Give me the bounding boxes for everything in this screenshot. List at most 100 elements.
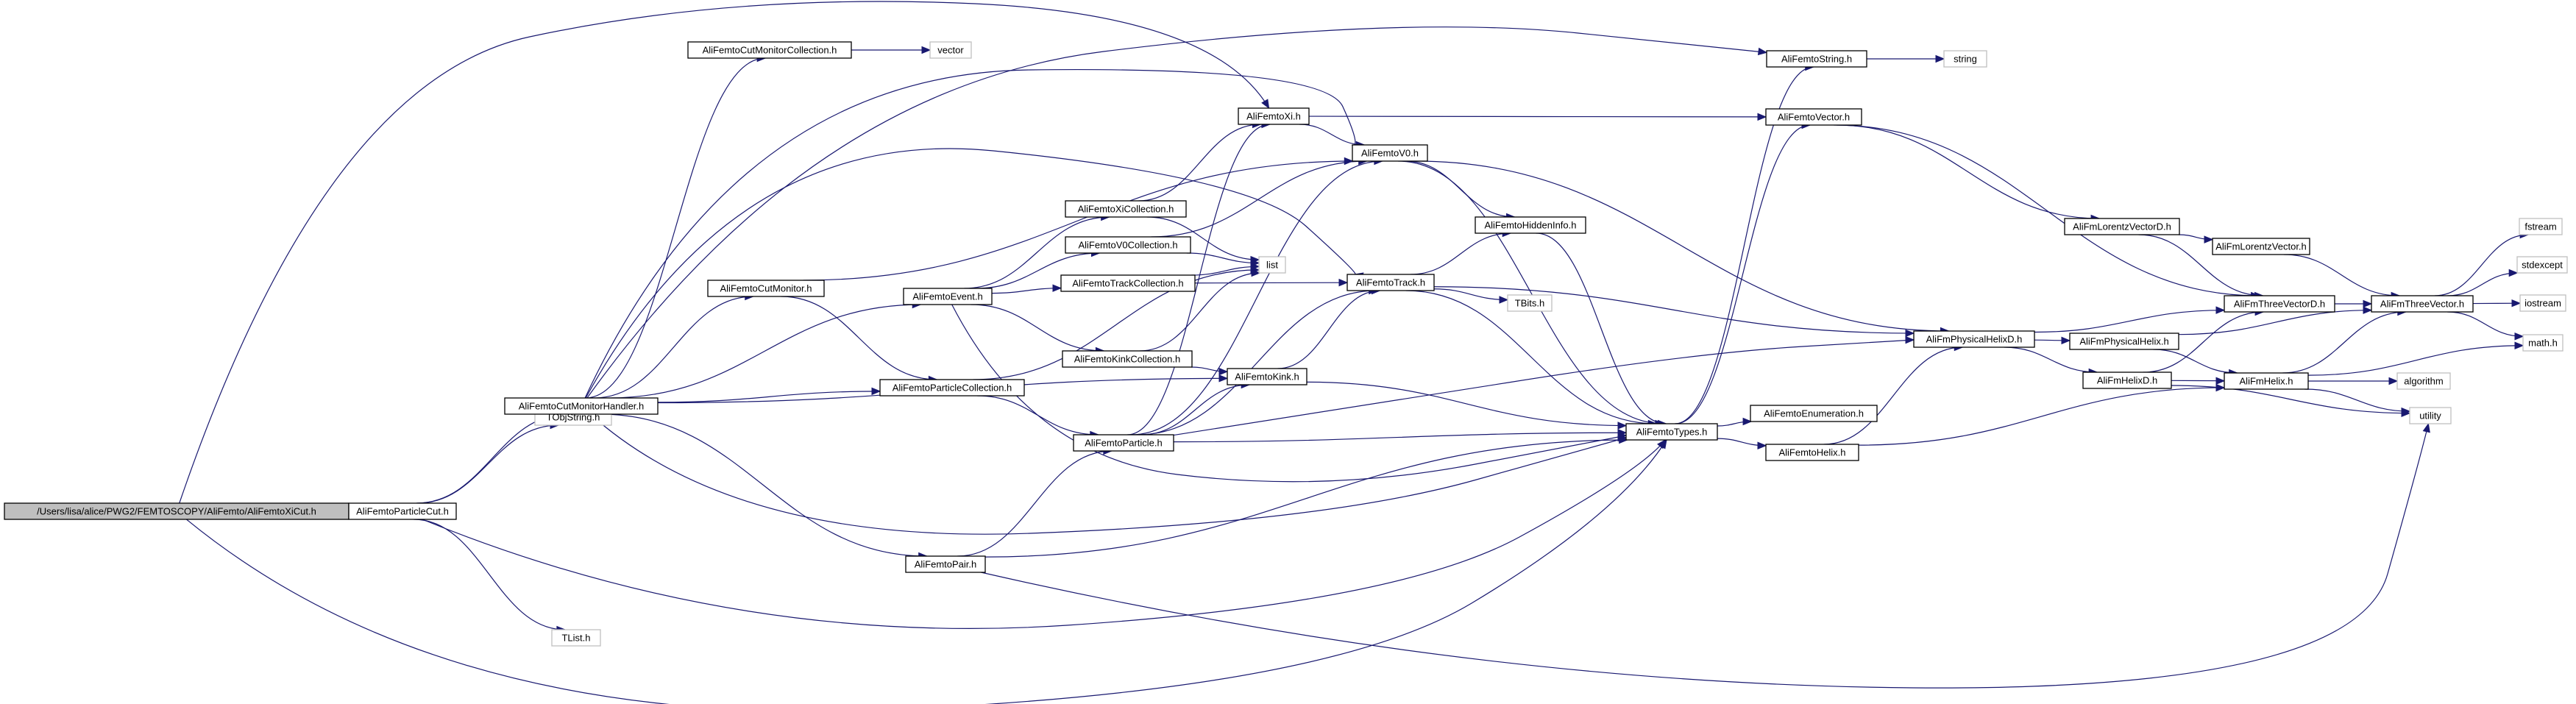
- node-label: AliFemtoTypes.h: [1636, 427, 1708, 438]
- node-cmh[interactable]: AliFemtoCutMonitorHandler.h: [504, 397, 659, 415]
- edge-cm-to-v0: [803, 157, 1354, 281]
- node-hidden[interactable]: AliFemtoHiddenInfo.h: [1475, 216, 1586, 234]
- node-label: vector: [937, 45, 964, 56]
- edge-kink-to-track: [1277, 286, 1381, 369]
- node-algorithm: algorithm: [2396, 372, 2451, 390]
- edge-event-to-types: [951, 304, 1628, 483]
- edge-pcoll-to-particle: [977, 395, 1100, 439]
- node-label: AliFemtoCutMonitorHandler.h: [519, 401, 645, 412]
- edge-fvector-to-lvd: [1836, 124, 2101, 223]
- node-label: AliFmHelixD.h: [2097, 375, 2157, 386]
- node-cm[interactable]: AliFemtoCutMonitor.h: [707, 280, 825, 297]
- node-pair[interactable]: AliFemtoPair.h: [905, 555, 986, 573]
- node-tv[interactable]: AliFmThreeVector.h: [2371, 295, 2474, 313]
- edge-pair-to-types: [984, 435, 1629, 558]
- edge-lv-to-tv: [2283, 254, 2401, 300]
- node-label: AliFemtoTrackCollection.h: [1072, 278, 1183, 289]
- edge-tv-to-iostream: [2472, 299, 2522, 307]
- node-event[interactable]: AliFemtoEvent.h: [903, 288, 993, 305]
- edge-phd-to-hd: [2004, 346, 2098, 377]
- node-v0coll[interactable]: AliFemtoV0Collection.h: [1065, 236, 1191, 254]
- node-fvector[interactable]: AliFemtoVector.h: [1765, 108, 1862, 126]
- edge-hd-to-utility: [2171, 385, 2411, 417]
- edge-ph-to-tv: [2178, 306, 2373, 335]
- node-label: AliFmLorentzVectorD.h: [2073, 221, 2171, 232]
- node-particlecut[interactable]: AliFemtoParticleCut.h: [348, 502, 457, 520]
- edge-v0coll-to-list: [1186, 252, 1260, 267]
- node-label: AliFemtoHiddenInfo.h: [1484, 220, 1576, 231]
- node-ph[interactable]: AliFmPhysicalHelix.h: [2069, 333, 2179, 350]
- edge-v0coll-to-v0: [1151, 157, 1368, 238]
- node-enumeration[interactable]: AliFemtoEnumeration.h: [1750, 405, 1878, 422]
- edge-fhelix-to-helix: [1858, 383, 2226, 446]
- edge-cmh-to-fstring: [586, 26, 1768, 399]
- edge-helix-to-math: [2307, 341, 2524, 376]
- node-xicoll[interactable]: AliFemtoXiCollection.h: [1065, 200, 1187, 218]
- node-pcoll[interactable]: AliFemtoParticleCollection.h: [879, 379, 1025, 397]
- node-cmc[interactable]: AliFemtoCutMonitorCollection.h: [687, 41, 852, 59]
- node-particle[interactable]: AliFemtoParticle.h: [1073, 434, 1174, 452]
- node-label: algorithm: [2404, 376, 2443, 387]
- node-v0[interactable]: AliFemtoV0.h: [1352, 144, 1428, 162]
- node-fstring[interactable]: AliFemtoString.h: [1766, 50, 1867, 68]
- node-fhelix[interactable]: AliFemtoHelix.h: [1765, 444, 1859, 461]
- edge-v0-to-types: [1398, 160, 1665, 428]
- edge-types-to-fhelix: [1717, 438, 1767, 450]
- edge-fstring-to-string: [1867, 54, 1945, 63]
- edge-cmc-to-vector: [851, 46, 932, 54]
- node-lv[interactable]: AliFmLorentzVector.h: [2212, 238, 2310, 255]
- node-root[interactable]: /Users/lisa/alice/PWG2/FEMTOSCOPY/AliFem…: [4, 502, 350, 520]
- edge-helix-to-utility: [2304, 388, 2411, 416]
- node-label: AliFmPhysicalHelix.h: [2079, 336, 2168, 347]
- edge-lvd-to-lv: [2178, 234, 2214, 243]
- node-math: math.h: [2522, 334, 2563, 352]
- node-track[interactable]: AliFemtoTrack.h: [1346, 274, 1435, 291]
- edge-hidden-to-types: [1536, 232, 1667, 428]
- edge-kcoll-to-kink: [1191, 366, 1229, 376]
- node-kcoll[interactable]: AliFemtoKinkCollection.h: [1062, 350, 1193, 368]
- edge-track-to-phd: [1433, 286, 1915, 338]
- node-lvd[interactable]: AliFmLorentzVectorD.h: [2064, 218, 2180, 235]
- node-helix[interactable]: AliFmHelix.h: [2224, 372, 2309, 390]
- node-label: AliFemtoCutMonitor.h: [720, 283, 812, 294]
- edge-event-to-kcoll: [971, 304, 1105, 355]
- edge-fhelix-to-phd: [1823, 343, 1964, 445]
- node-label: AliFemtoXiCollection.h: [1078, 204, 1174, 215]
- edge-pair-to-utility: [981, 422, 2430, 689]
- node-string: string: [1943, 50, 1987, 68]
- edge-pair-to-particle: [957, 447, 1113, 557]
- edge-v0-to-phd: [1415, 160, 1950, 335]
- edges-layer: [179, 1, 2530, 704]
- edge-cmh-to-track: [585, 148, 1364, 399]
- node-tvd[interactable]: AliFmThreeVectorD.h: [2224, 295, 2335, 313]
- node-utility: utility: [2409, 407, 2452, 424]
- edge-xi-to-fvector: [1308, 113, 1767, 121]
- node-label: TList.h: [561, 633, 590, 644]
- edge-particle-to-types: [1173, 429, 1628, 443]
- node-tcoll[interactable]: AliFemtoTrackCollection.h: [1060, 274, 1196, 292]
- node-label: AliFemtoParticleCollection.h: [893, 383, 1012, 394]
- node-label: AliFemtoKink.h: [1235, 371, 1299, 383]
- node-label: AliFemtoTrack.h: [1356, 277, 1425, 288]
- node-hd[interactable]: AliFmHelixD.h: [2082, 371, 2172, 389]
- edge-cmh-to-pcoll: [657, 387, 881, 403]
- node-kink[interactable]: AliFemtoKink.h: [1227, 368, 1307, 385]
- edge-phd-to-ph: [2034, 336, 2071, 345]
- node-label: list: [1266, 260, 1278, 271]
- edge-kcoll-to-list: [1139, 269, 1261, 352]
- edge-hd-to-helix: [2171, 377, 2226, 385]
- node-xi[interactable]: AliFemtoXi.h: [1238, 107, 1310, 125]
- node-label: fstream: [2524, 221, 2556, 232]
- edge-v0-to-hidden: [1405, 160, 1516, 221]
- nodes-layer: /Users/lisa/alice/PWG2/FEMTOSCOPY/AliFem…: [4, 41, 2568, 647]
- node-label: AliFemtoParticle.h: [1085, 438, 1162, 449]
- edge-phd-to-tvd: [2034, 306, 2226, 333]
- node-phd[interactable]: AliFmPhysicalHelixD.h: [1913, 330, 2035, 348]
- edge-helix-to-algorithm: [2308, 377, 2399, 385]
- node-tbits: TBits.h: [1507, 294, 1553, 312]
- node-label: AliFemtoEvent.h: [912, 291, 982, 302]
- node-fstream: fstream: [2519, 218, 2563, 235]
- node-label: AliFemtoXi.h: [1246, 111, 1301, 122]
- node-types[interactable]: AliFemtoTypes.h: [1625, 423, 1718, 441]
